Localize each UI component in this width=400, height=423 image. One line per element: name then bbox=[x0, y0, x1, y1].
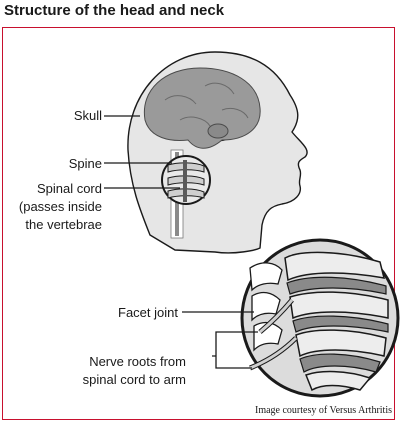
label-spinal-cord-1: Spinal cord bbox=[36, 181, 102, 196]
neck-vertebrae bbox=[167, 160, 205, 202]
cerebellum-shape bbox=[207, 123, 229, 139]
image-credit: Image courtesy of Versus Arthritis bbox=[254, 405, 392, 416]
label-spinal-cord-3: the vertebrae bbox=[25, 217, 102, 232]
label-spine: Spine bbox=[68, 156, 102, 171]
label-nerve-roots-1: Nerve roots from bbox=[89, 354, 186, 369]
nerve-roots-leader bbox=[212, 331, 258, 369]
magnified-vertebrae bbox=[284, 251, 389, 392]
diagram-title: Structure of the head and neck bbox=[4, 2, 225, 19]
label-spinal-cord-2: (passes inside bbox=[18, 199, 102, 214]
brain-shape bbox=[143, 67, 261, 149]
label-skull: Skull bbox=[73, 108, 102, 123]
leader-lines bbox=[104, 115, 258, 369]
facet-processes bbox=[249, 262, 283, 352]
label-nerve-roots-2: spinal cord to arm bbox=[82, 372, 186, 387]
label-facet-joint: Facet joint bbox=[118, 305, 178, 320]
diagram-frame bbox=[2, 27, 395, 420]
nerve-roots bbox=[249, 298, 298, 371]
